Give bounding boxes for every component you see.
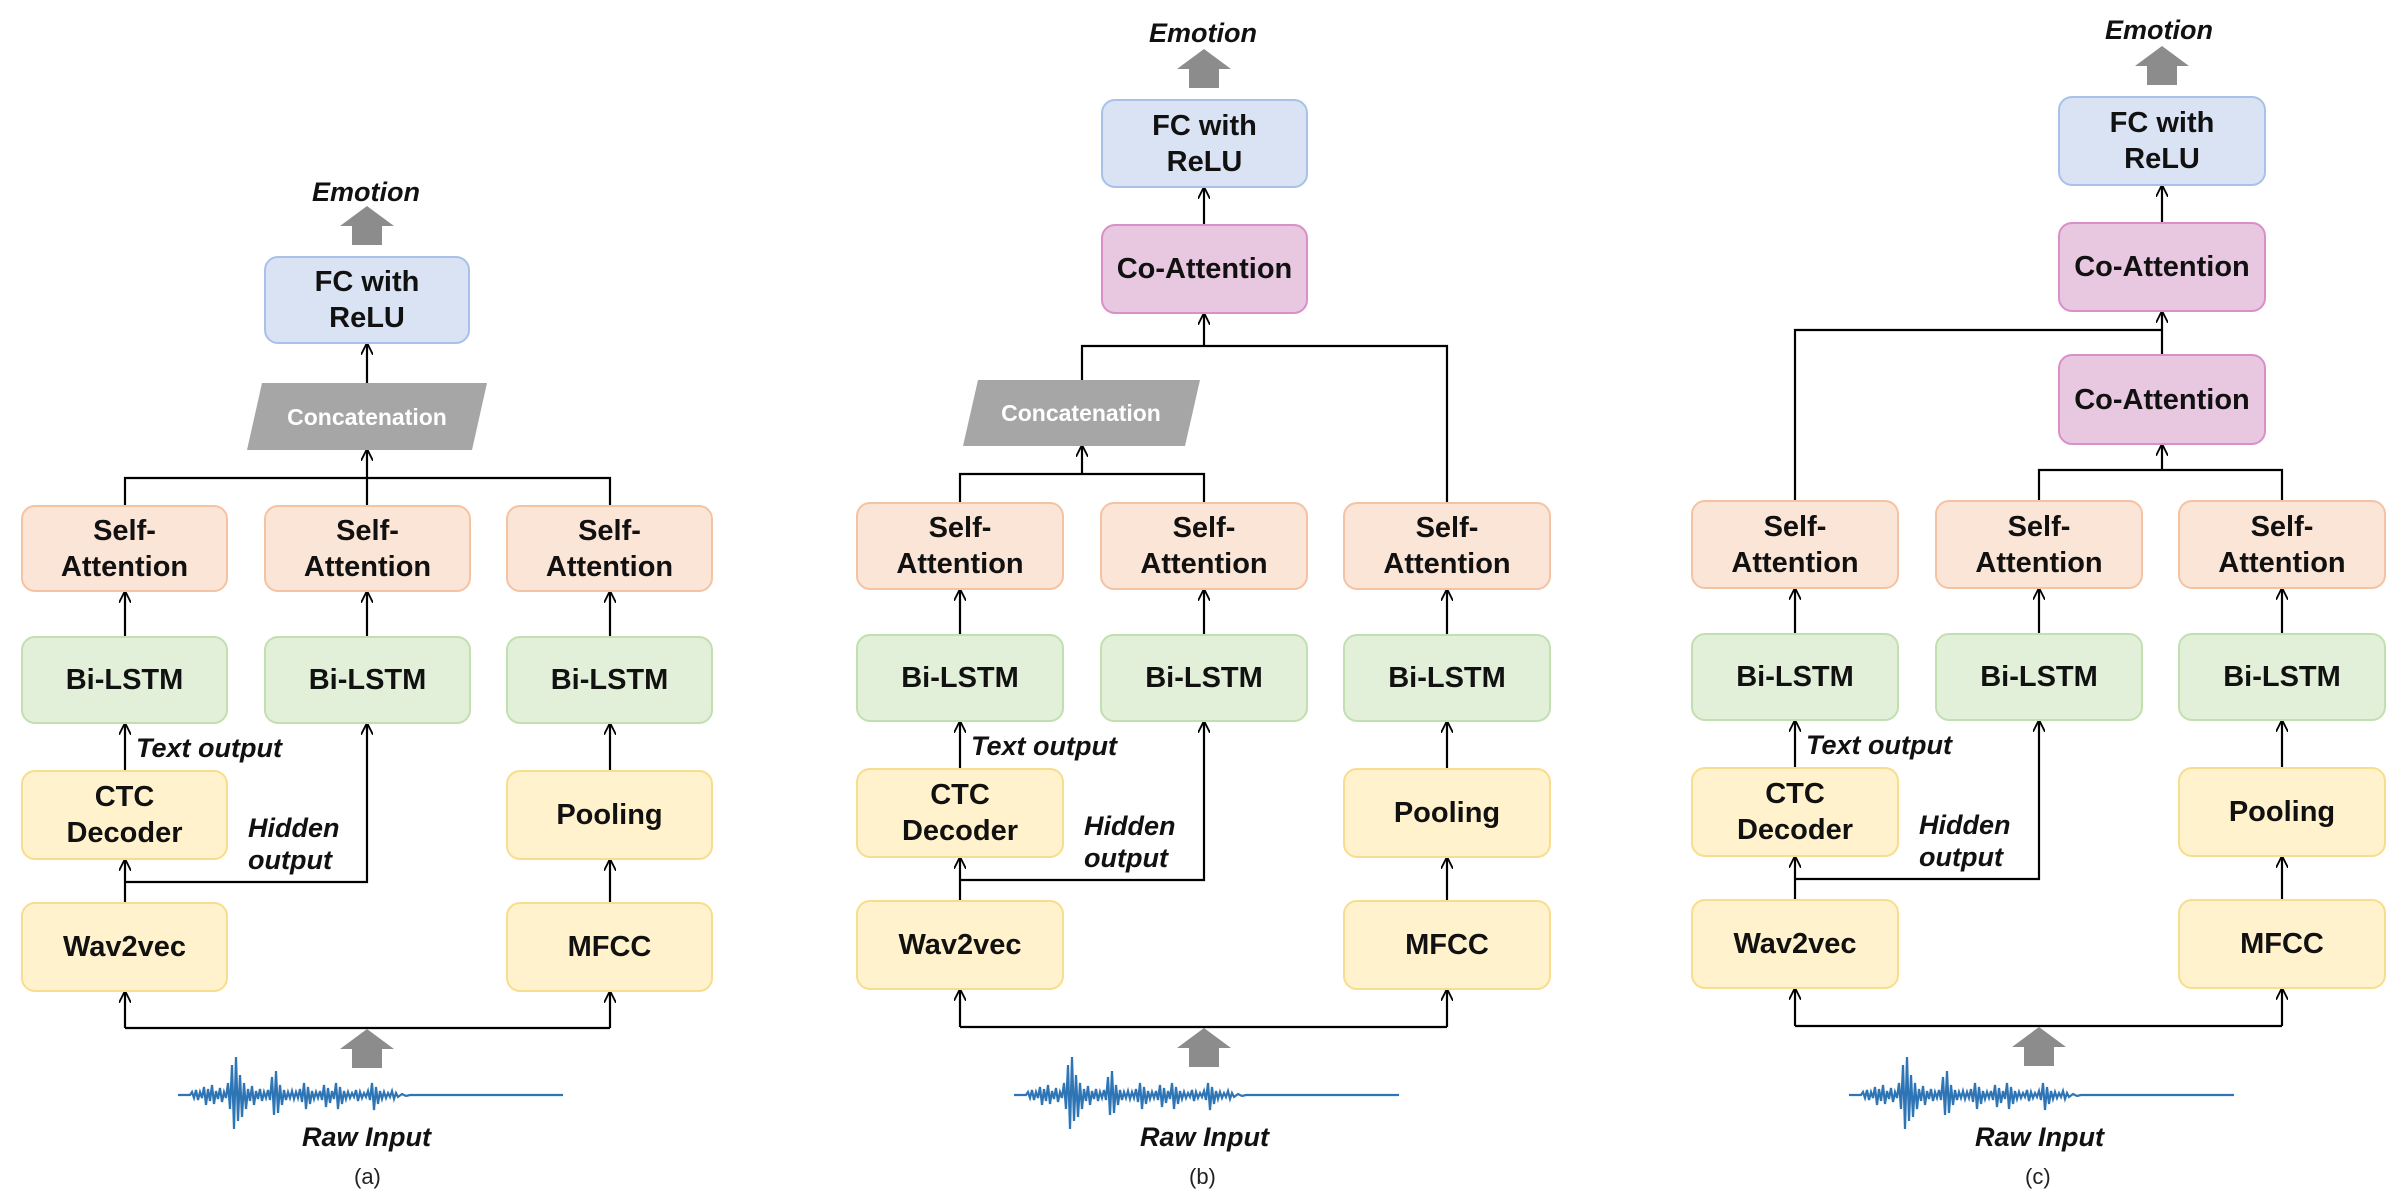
panel-a-text-output-label: Text output xyxy=(136,733,282,763)
panel-a-caption: (a) xyxy=(354,1164,381,1189)
panel-c-hidden-output-label: Hidden output xyxy=(1919,810,2011,872)
panel-a-raw-input-label: Raw Input xyxy=(302,1122,431,1152)
panel-c-co-attention-upper: Co-Attention xyxy=(2058,222,2266,312)
panel-b-self-attention-3: Self- Attention xyxy=(1343,502,1551,590)
panel-a-emotion-arrow-icon xyxy=(340,206,394,245)
panel-a-bilstm-3: Bi-LSTM xyxy=(506,636,713,724)
panel-b-input-arrow-icon xyxy=(1177,1028,1231,1067)
panel-c-self-attention-2: Self- Attention xyxy=(1935,500,2143,589)
panel-a-emotion-label: Emotion xyxy=(312,177,420,207)
panel-b-wav2vec-box: Wav2vec xyxy=(856,900,1064,990)
panel-a-input-arrow-icon xyxy=(340,1029,394,1068)
panel-a-pooling-box: Pooling xyxy=(506,770,713,860)
panel-a-mfcc-box: MFCC xyxy=(506,902,713,992)
panel-c-caption: (c) xyxy=(2025,1164,2051,1189)
panel-b-bilstm-2: Bi-LSTM xyxy=(1100,634,1308,722)
panel-c-emotion-label: Emotion xyxy=(2105,15,2213,45)
panel-a-fc-relu-box: FC with ReLU xyxy=(264,256,470,344)
panel-b-connectors xyxy=(960,188,1447,1029)
panel-b-waveform-icon xyxy=(1012,1055,1401,1131)
panel-a-hidden-output-label: Hidden output xyxy=(248,813,340,875)
panel-c-self-attention-1: Self- Attention xyxy=(1691,500,1899,589)
panel-a-self-attention-2: Self- Attention xyxy=(264,505,471,592)
panel-c-text-output-label: Text output xyxy=(1806,730,1952,760)
panel-b-concatenation-shape xyxy=(963,380,1200,446)
panel-c-wav2vec-box: Wav2vec xyxy=(1691,899,1899,989)
panel-b-emotion-arrow-icon xyxy=(1177,49,1231,88)
panel-a-wav2vec-box: Wav2vec xyxy=(21,902,228,992)
panel-b-co-attention-box: Co-Attention xyxy=(1101,224,1308,314)
panel-c-bilstm-2: Bi-LSTM xyxy=(1935,633,2143,721)
panel-b-fc-relu-box: FC with ReLU xyxy=(1101,99,1308,188)
panel-b-raw-input-label: Raw Input xyxy=(1140,1122,1269,1152)
panel-b-concat-text: Concatenation xyxy=(1001,400,1161,426)
panel-c-bilstm-3: Bi-LSTM xyxy=(2178,633,2386,721)
panel-b-caption: (b) xyxy=(1189,1164,1216,1189)
panel-c-mfcc-box: MFCC xyxy=(2178,899,2386,989)
panel-c-connectors xyxy=(1795,186,2282,1028)
panel-b-self-attention-2: Self- Attention xyxy=(1100,502,1308,590)
panel-c-emotion-arrow-icon xyxy=(2135,46,2189,85)
panel-c-co-attention-lower: Co-Attention xyxy=(2058,354,2266,445)
panel-a-ctc-decoder-box: CTC Decoder xyxy=(21,770,228,860)
panel-b-emotion-label: Emotion xyxy=(1149,18,1257,48)
panel-b-pooling-box: Pooling xyxy=(1343,768,1551,858)
panel-c-waveform-icon xyxy=(1847,1055,2236,1131)
panel-b-bilstm-1: Bi-LSTM xyxy=(856,634,1064,722)
panel-b-text-output-label: Text output xyxy=(971,731,1117,761)
panel-c-self-attention-3: Self- Attention xyxy=(2178,500,2386,589)
panel-c-ctc-decoder-box: CTC Decoder xyxy=(1691,767,1899,857)
panel-b-mfcc-box: MFCC xyxy=(1343,900,1551,990)
panel-b-self-attention-1: Self- Attention xyxy=(856,502,1064,590)
panel-a-connectors xyxy=(125,344,610,1030)
panel-b-ctc-decoder-box: CTC Decoder xyxy=(856,768,1064,858)
panel-a-bilstm-2: Bi-LSTM xyxy=(264,636,471,724)
panel-c-raw-input-label: Raw Input xyxy=(1975,1122,2104,1152)
panel-b-bilstm-3: Bi-LSTM xyxy=(1343,634,1551,722)
panel-a-bilstm-1: Bi-LSTM xyxy=(21,636,228,724)
panel-c-pooling-box: Pooling xyxy=(2178,767,2386,857)
panel-a-concatenation-shape xyxy=(247,383,487,450)
panel-a-concat-text: Concatenation xyxy=(287,404,447,430)
panel-c-fc-relu-box: FC with ReLU xyxy=(2058,96,2266,186)
panel-c-input-arrow-icon xyxy=(2012,1027,2066,1066)
panel-a-self-attention-3: Self- Attention xyxy=(506,505,713,592)
panel-c-bilstm-1: Bi-LSTM xyxy=(1691,633,1899,721)
panel-b-hidden-output-label: Hidden output xyxy=(1084,811,1176,873)
panel-a-self-attention-1: Self- Attention xyxy=(21,505,228,592)
